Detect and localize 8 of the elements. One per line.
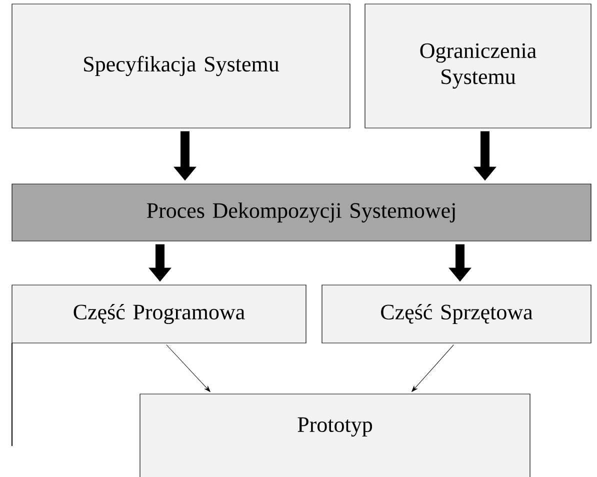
process-box: Prototyp <box>140 394 530 477</box>
process-band: Proces Dekompozycji Systemowej <box>12 184 592 242</box>
arrow <box>412 344 454 392</box>
process-box: Część Sprzętowa <box>322 284 592 344</box>
process-box: Specyfikacja Systemu <box>12 4 350 128</box>
process-box: Ograniczenia Systemu <box>364 4 592 128</box>
process-box: Część Programowa <box>12 284 306 344</box>
arrow <box>166 344 210 392</box>
